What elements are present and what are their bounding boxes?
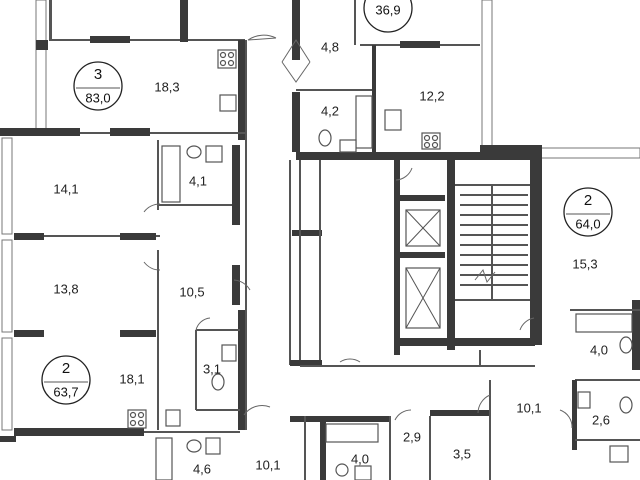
room-area-label: 3,1 [203,361,221,376]
left-facade [0,0,48,442]
room-area-label: 3,5 [453,446,471,461]
bottom-walls [290,380,491,480]
right-facade [535,145,640,450]
apartment-rooms: 2 [62,360,70,377]
room-area-label: 2,6 [592,412,610,427]
room-area-label: 10,1 [516,400,541,415]
room-area-label: 10,5 [179,284,204,299]
doors [143,34,573,429]
room-area-label: 4,8 [321,39,339,54]
apartment-area-partial: 36,9 [375,2,400,17]
apartment-area: 83,0 [85,90,110,105]
apartment-badge-3: 3 83,0 [73,61,123,111]
room-area-label: 18,1 [119,371,144,386]
staircase [460,185,528,300]
room-area-label: 4,1 [189,173,207,188]
top-walls [0,0,536,160]
room-area-label: 15,3 [572,256,597,271]
room-area-label: 12,2 [419,88,444,103]
apartment-rooms: 3 [94,66,102,83]
room-area-label: 18,3 [154,79,179,94]
room-area-label: 4,6 [193,461,211,476]
apartment-area: 64,0 [575,216,600,231]
fixtures [127,49,633,480]
apartment-rooms: 2 [584,192,592,209]
core [245,40,538,430]
room-area-label: 4,2 [321,103,339,118]
room-area-label: 2,9 [403,429,421,444]
room-labels: 18,3 4,8 4,2 12,2 14,1 4,1 13,8 10,5 3,1… [53,39,610,476]
room-area-label: 13,8 [53,281,78,296]
room-area-label: 4,0 [590,342,608,357]
apartment-badge-2-left: 2 63,7 [41,355,91,405]
apartment-badge-2-right: 2 64,0 [563,187,613,237]
top-partial-badge: 36,9 [363,0,413,33]
elevators [405,209,441,329]
room-area-label: 10,1 [255,457,280,472]
room-area-label: 4,0 [351,451,369,466]
left-walls [14,140,246,436]
room-area-label: 14,1 [53,181,78,196]
apartment-area: 63,7 [53,384,78,399]
